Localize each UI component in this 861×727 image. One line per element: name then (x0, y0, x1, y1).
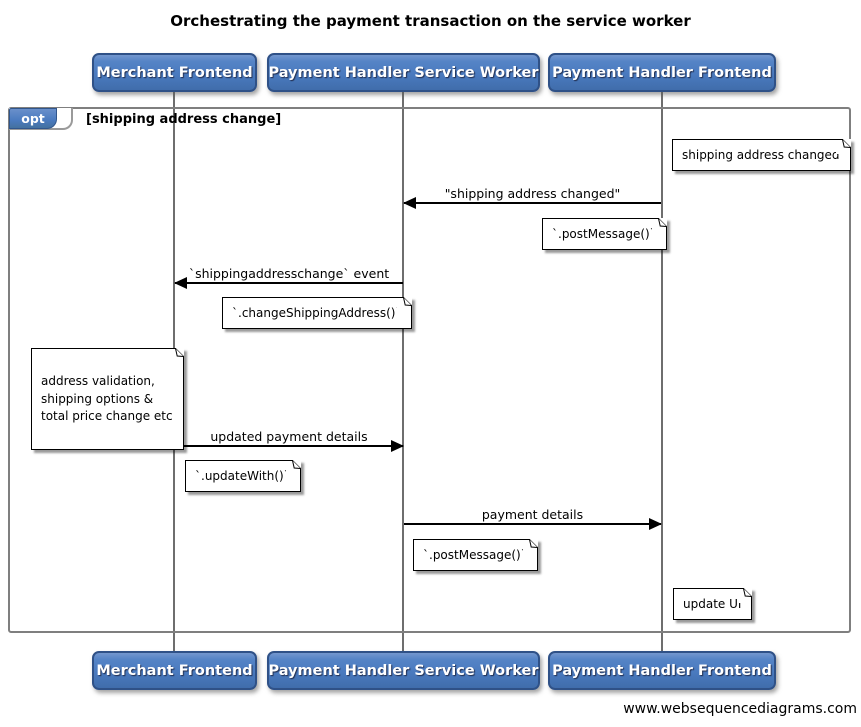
note-fold-icon (397, 297, 413, 312)
note-text: `.postMessage()` (552, 227, 656, 241)
note-text: `.updateWith()` (195, 469, 290, 483)
message-label-updated-payment-details: updated payment details (210, 429, 368, 444)
actor-label: Payment Handler Frontend (552, 662, 772, 679)
message-line-shippingaddresschange-event (174, 277, 403, 289)
note-text: update UI (683, 597, 742, 611)
note-post-message-2: `.postMessage()` (413, 539, 538, 572)
lifeline-payment-handler-service-worker (402, 91, 404, 652)
message-label-payment-details: payment details (481, 507, 584, 522)
message-line-payment-details (404, 518, 662, 530)
note-fold-icon (835, 139, 851, 154)
opt-fragment-tab-outline: opt (9, 108, 73, 130)
message-line-updated-payment-details (175, 440, 404, 452)
note-change-shipping-address: `.changeShippingAddress()` (222, 297, 413, 330)
lifeline-payment-handler-frontend (661, 91, 663, 652)
note-fold-icon (168, 348, 184, 363)
note-text: `.changeShippingAddress()` (232, 306, 402, 320)
actor-top-payment-handler-frontend: Payment Handler Frontend (548, 53, 776, 92)
diagram-title: Orchestrating the payment transaction on… (170, 12, 691, 30)
opt-condition-label: [shipping address change] (86, 112, 282, 127)
note-address-validation: address validation, shipping options & t… (31, 348, 184, 450)
actor-bottom-payment-handler-frontend: Payment Handler Frontend (548, 651, 776, 690)
actor-bottom-payment-handler-service-worker: Payment Handler Service Worker (267, 651, 540, 690)
actor-label: Payment Handler Service Worker (268, 662, 539, 679)
arrowhead-left-icon (403, 197, 416, 209)
note-fold-icon (285, 460, 301, 475)
message-line-shipping-address-changed (403, 197, 661, 209)
note-fold-icon (651, 218, 667, 233)
note-fold-icon (737, 588, 753, 603)
arrowhead-right-icon (649, 518, 662, 530)
note-update-with: `.updateWith()` (185, 460, 301, 493)
note-text: address validation, shipping options & t… (41, 374, 173, 424)
note-post-message-1: `.postMessage()` (542, 218, 667, 251)
note-update-ui: update UI (673, 588, 753, 621)
actor-label: Payment Handler Service Worker (268, 64, 539, 81)
actor-bottom-merchant-frontend: Merchant Frontend (92, 651, 257, 690)
note-text: shipping address changed (682, 148, 840, 162)
actor-label: Merchant Frontend (96, 662, 253, 679)
note-shipping-address-changed: shipping address changed (672, 139, 851, 172)
message-label-shippingaddresschange-event: `shippingaddresschange` event (188, 266, 390, 281)
note-text: `.postMessage()` (423, 548, 527, 562)
actor-label: Payment Handler Frontend (552, 64, 772, 81)
note-fold-icon (522, 539, 538, 554)
opt-operator-label: opt (21, 111, 45, 126)
watermark-text: www.websequencediagrams.com (623, 701, 857, 717)
actor-label: Merchant Frontend (96, 64, 253, 81)
actor-top-merchant-frontend: Merchant Frontend (92, 53, 257, 92)
opt-fragment-frame: opt [shipping address change] (8, 107, 851, 633)
arrowhead-right-icon (391, 440, 404, 452)
actor-top-payment-handler-service-worker: Payment Handler Service Worker (267, 53, 540, 92)
arrowhead-left-icon (174, 277, 187, 289)
message-label-shipping-address-changed: "shipping address changed" (444, 186, 621, 201)
opt-fragment-tab: opt (9, 108, 57, 129)
